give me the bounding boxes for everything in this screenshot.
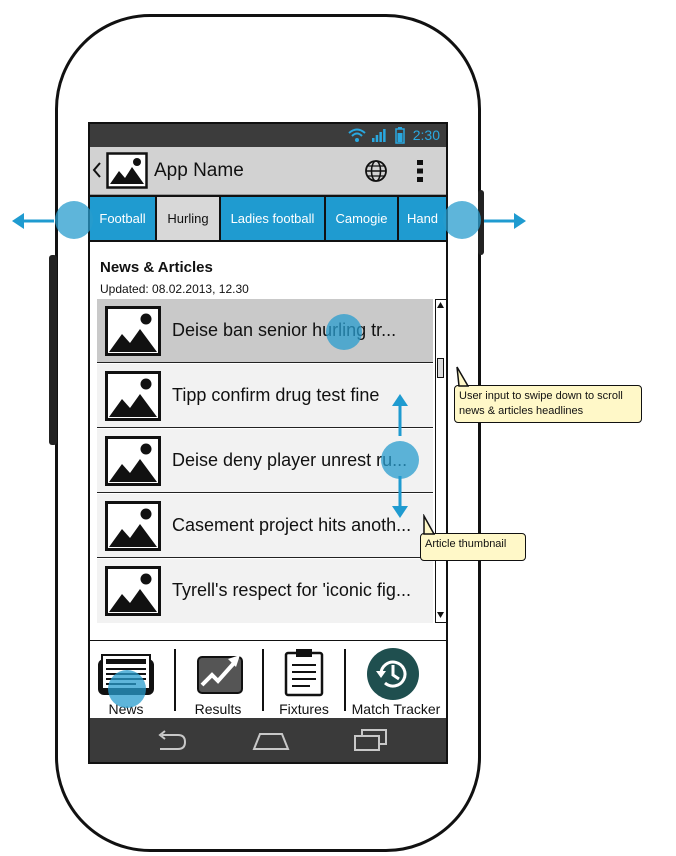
- tab-camogie[interactable]: Camogie: [326, 197, 399, 240]
- scroll-thumb[interactable]: [437, 358, 444, 378]
- touch-indicator: [381, 441, 419, 479]
- callout-tail: [456, 366, 469, 387]
- article-thumbnail-icon: [105, 436, 161, 486]
- nav-divider: [344, 649, 346, 711]
- touch-indicator: [108, 670, 146, 708]
- side-button-right: [478, 190, 484, 255]
- recent-apps-icon[interactable]: [352, 728, 388, 752]
- nav-item-match-tracker[interactable]: Match Tracker: [346, 641, 446, 719]
- scroll-down-icon[interactable]: [436, 610, 445, 620]
- section-title: News & Articles: [100, 259, 213, 276]
- nav-label-fixtures: Fixtures: [279, 701, 329, 717]
- status-time: 2:30: [412, 127, 440, 143]
- article-headline: Casement project hits anoth...: [172, 515, 412, 535]
- nav-label-results: Results: [194, 701, 242, 717]
- article-row[interactable]: Tyrell's respect for 'iconic fig...: [97, 559, 433, 623]
- callout-tail: [423, 514, 435, 535]
- article-row[interactable]: Tipp confirm drug test fine: [97, 364, 433, 428]
- article-thumbnail-icon: [105, 306, 161, 356]
- status-bar: 2:30: [90, 124, 446, 147]
- category-tabs: Football Hurling Ladies football Camogie…: [90, 195, 446, 242]
- swipe-vertical-arrows: [392, 394, 408, 518]
- swipe-left-dot: [55, 201, 93, 239]
- article-row[interactable]: Deise ban senior hurling tr...: [97, 299, 433, 363]
- updated-timestamp: Updated: 08.02.2013, 12.30: [100, 282, 249, 296]
- system-nav-bar: [90, 718, 446, 762]
- nav-label-match-tracker: Match Tracker: [351, 701, 441, 717]
- back-chevron-icon[interactable]: [92, 161, 102, 179]
- nav-divider: [262, 649, 264, 711]
- article-headline: Tyrell's respect for 'iconic fig...: [172, 580, 411, 600]
- scroll-up-icon[interactable]: [436, 300, 445, 310]
- article-headline: Deise deny player unrest ru...: [172, 450, 408, 470]
- article-list[interactable]: Deise ban senior hurling tr... Tipp conf…: [97, 299, 433, 623]
- history-clock-icon: [367, 648, 419, 700]
- globe-icon[interactable]: [364, 159, 388, 183]
- overflow-menu-icon[interactable]: [416, 159, 424, 183]
- list-scrollbar[interactable]: [435, 299, 446, 623]
- trending-chart-icon: [197, 655, 243, 694]
- app-bar: App Name: [90, 147, 446, 195]
- article-row[interactable]: Deise deny player unrest ru...: [97, 429, 433, 493]
- battery-icon: [395, 127, 405, 144]
- side-button-left: [49, 255, 57, 445]
- app-title: App Name: [154, 160, 244, 181]
- article-headline: Deise ban senior hurling tr...: [172, 320, 397, 340]
- article-thumbnail-icon: [105, 501, 161, 551]
- annotation-thumbnail-note: Article thumbnail: [420, 533, 526, 561]
- nav-item-results[interactable]: Results: [178, 641, 262, 719]
- article-thumbnail-icon: [105, 371, 161, 421]
- back-icon[interactable]: [152, 730, 188, 752]
- touch-indicator: [326, 314, 362, 350]
- app-logo-icon: [106, 152, 148, 189]
- wifi-icon: [348, 128, 366, 142]
- tab-ladies-football[interactable]: Ladies football: [221, 197, 326, 240]
- home-icon[interactable]: [252, 730, 290, 752]
- tab-hurling[interactable]: Hurling: [157, 197, 221, 240]
- annotation-swipe-note: User input to swipe down to scroll news …: [454, 385, 642, 423]
- swipe-left-arrow: [12, 213, 54, 229]
- phone-screen: 2:30 App Name Football Hurling Ladies fo…: [88, 122, 448, 764]
- signal-icon: [372, 129, 386, 142]
- article-thumbnail-icon: [105, 566, 161, 616]
- nav-divider: [174, 649, 176, 711]
- article-headline: Tipp confirm drug test fine: [172, 385, 380, 405]
- tab-football[interactable]: Football: [90, 197, 157, 240]
- tab-hand[interactable]: Hand: [406, 211, 439, 226]
- swipe-right-arrow: [484, 213, 526, 229]
- nav-item-fixtures[interactable]: Fixtures: [266, 641, 344, 719]
- clipboard-icon: [284, 649, 324, 697]
- article-row[interactable]: Casement project hits anoth...: [97, 494, 433, 558]
- swipe-right-dot: [443, 201, 481, 239]
